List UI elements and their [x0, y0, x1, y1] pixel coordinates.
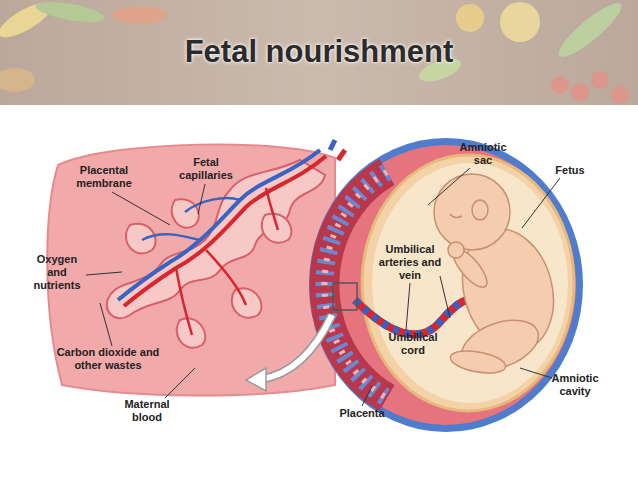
part-label: Oxygen and nutrients	[28, 253, 86, 292]
part-label: Fetus	[548, 164, 592, 177]
leader-lines	[86, 168, 560, 406]
part-label: Umbilical cord	[383, 331, 443, 357]
banner	[0, 0, 638, 105]
part-label: Umbilical arteries and vein	[378, 243, 442, 282]
part-label: Maternal blood	[116, 398, 178, 424]
umbilical-cord	[355, 299, 478, 334]
placenta-detail	[47, 140, 345, 396]
uterus	[309, 138, 583, 432]
part-label: Placenta	[333, 407, 391, 420]
zoom-arrow	[246, 315, 332, 391]
fetus	[434, 174, 567, 379]
part-label: Carbon dioxide and other wastes	[56, 346, 160, 372]
part-label: Placental membrane	[70, 164, 138, 190]
part-label: Amniotic cavity	[543, 372, 607, 398]
part-label: Amniotic sac	[452, 141, 514, 167]
title: Fetal nourishment	[0, 34, 638, 70]
inset-marker	[333, 283, 357, 310]
part-label: Fetal capillaries	[176, 156, 236, 182]
